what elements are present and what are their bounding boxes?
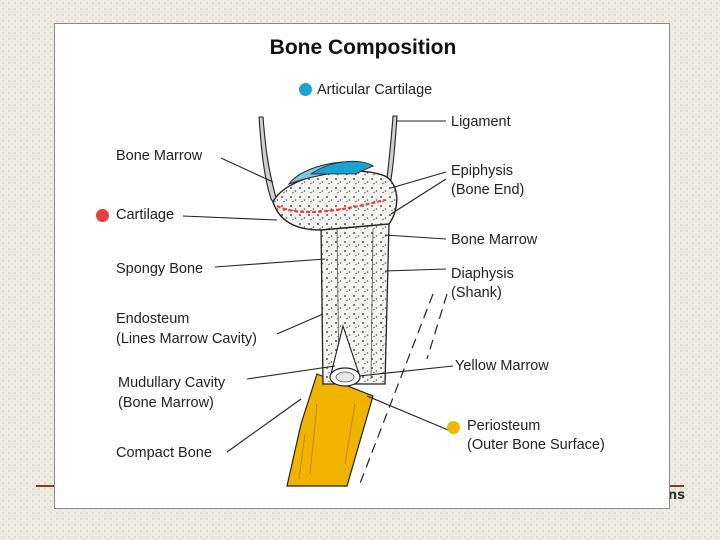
label-periosteum-sub: (Outer Bone Surface) bbox=[467, 437, 605, 453]
bone-illustration bbox=[182, 115, 454, 487]
cartilage-marker bbox=[96, 209, 109, 222]
periosteum-marker bbox=[447, 421, 460, 434]
label-diaphysis-sub: (Shank) bbox=[451, 285, 502, 301]
label-diaphysis: Diaphysis bbox=[451, 266, 514, 282]
leader-lines bbox=[182, 120, 454, 453]
diagram-card: Bone Composition bbox=[54, 23, 670, 509]
label-bone-marrow-left: Bone Marrow bbox=[116, 148, 203, 164]
periosteum-sleeve bbox=[286, 373, 374, 487]
label-cartilage: Cartilage bbox=[116, 207, 175, 223]
label-ligament: Ligament bbox=[451, 114, 511, 130]
label-articular-cartilage: Articular Cartilage bbox=[317, 82, 433, 98]
label-epiphysis-sub: (Bone End) bbox=[451, 182, 525, 198]
label-endosteum-sub: (Lines Marrow Cavity) bbox=[116, 331, 257, 347]
label-medullary-cavity: Mudullary Cavity bbox=[118, 375, 226, 391]
accent-line-left bbox=[36, 485, 56, 487]
ligament-left bbox=[258, 116, 280, 211]
epiphysis-head bbox=[272, 170, 398, 231]
label-bone-marrow-right: Bone Marrow bbox=[451, 232, 538, 248]
label-periosteum: Periosteum bbox=[467, 418, 541, 434]
bone-shaft bbox=[320, 223, 390, 385]
label-yellow-marrow: Yellow Marrow bbox=[455, 358, 549, 374]
label-compact-bone: Compact Bone bbox=[116, 445, 212, 461]
footer-text-fragment: ns bbox=[668, 488, 685, 503]
label-epiphysis: Epiphysis bbox=[451, 163, 514, 179]
diagram-title: Bone Composition bbox=[269, 36, 457, 59]
label-medullary-cavity-sub: (Bone Marrow) bbox=[118, 395, 214, 411]
cartilage-line bbox=[276, 198, 386, 214]
label-endosteum: Endosteum bbox=[116, 311, 190, 327]
articular-cartilage-marker bbox=[299, 83, 312, 96]
accent-line-right bbox=[668, 485, 684, 487]
diaphysis-dashed-outline bbox=[358, 293, 434, 487]
label-spongy-bone: Spongy Bone bbox=[116, 261, 204, 277]
